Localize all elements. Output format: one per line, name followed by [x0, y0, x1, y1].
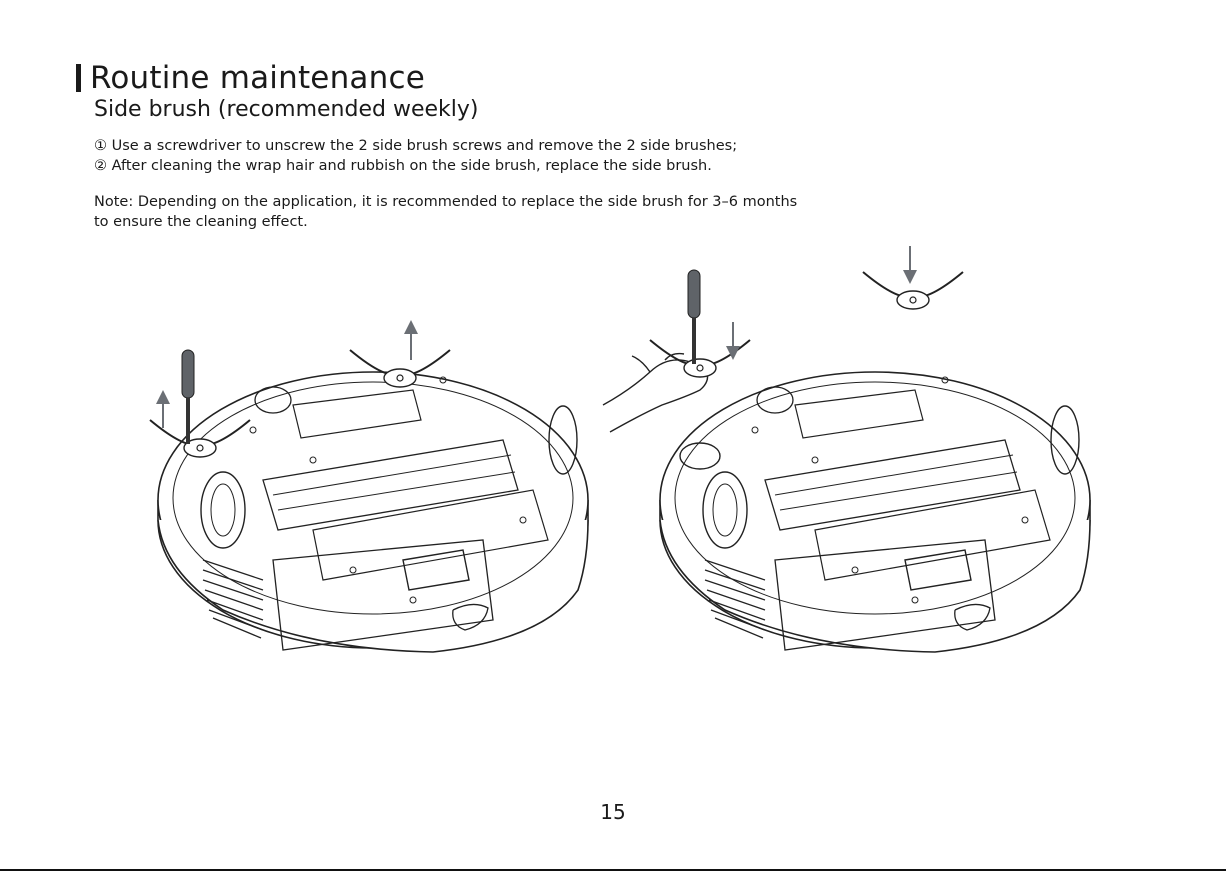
note-line-2: to ensure the cleaning effect.: [94, 214, 308, 230]
brush-mount-icon: [679, 442, 721, 470]
instruction-steps: ① Use a screwdriver to unscrew the 2 sid…: [94, 136, 737, 176]
step-2: ② After cleaning the wrap hair and rubbi…: [94, 158, 712, 174]
robot-replacement-illustration: [602, 246, 1091, 653]
page-title: Routine maintenance: [90, 60, 425, 96]
screwdriver-icon: [687, 269, 701, 365]
side-brush-icon: [649, 339, 751, 378]
page-number: 15: [600, 800, 626, 824]
robot-removal-illustration: [149, 320, 589, 653]
arrow-up-icon: [404, 320, 418, 360]
arrow-down-icon: [903, 246, 917, 284]
note-block: Note: Depending on the application, it i…: [94, 192, 797, 232]
step-1: ① Use a screwdriver to unscrew the 2 sid…: [94, 138, 738, 154]
section-heading: Routine maintenance: [76, 58, 425, 98]
note-line-1: Note: Depending on the application, it i…: [94, 194, 798, 210]
arrow-down-icon: [726, 322, 740, 360]
arrow-up-icon: [156, 390, 170, 428]
bottom-divider: [0, 869, 1226, 871]
heading-accent-bar: [76, 64, 81, 92]
section-subtitle: Side brush (recommended weekly): [94, 97, 479, 122]
